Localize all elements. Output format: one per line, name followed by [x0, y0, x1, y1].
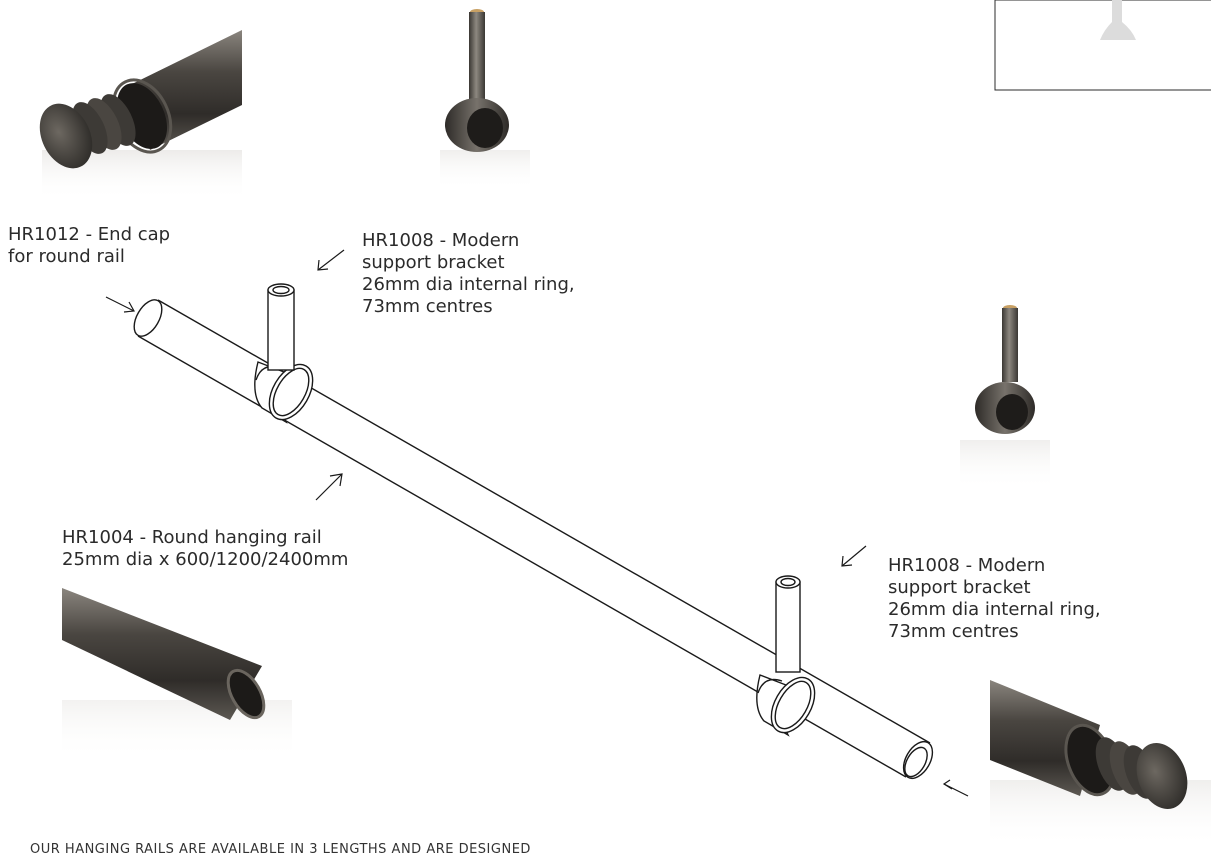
preview-frame	[994, 0, 1211, 91]
label-rail-line-1: HR1004 - Round hanging rail	[62, 527, 322, 548]
footer-note: OUR HANGING RAILS ARE AVAILABLE IN 3 LEN…	[30, 842, 531, 857]
callout-arrow-bracket-top	[317, 249, 345, 271]
bracket-drawing-right	[756, 575, 816, 737]
callout-arrow-bracket-right	[841, 545, 867, 567]
bracket-photo-right	[960, 305, 1050, 490]
label-end-cap-line-1: HR1012 - End cap	[8, 224, 171, 245]
label-end-cap-line-2: for round rail	[8, 246, 125, 267]
label-bracket-top: HR1008 - Modern support bracket 26mm dia…	[362, 230, 575, 318]
label-bracket-right-line-4: 73mm centres	[888, 621, 1019, 642]
label-bracket-top-line-2: support bracket	[362, 252, 505, 273]
label-bracket-top-line-3: 26mm dia internal ring,	[362, 274, 575, 295]
callout-arrow-end-cap-bottom	[942, 779, 969, 797]
end-cap-photo-bottom	[990, 680, 1211, 848]
label-rail: HR1004 - Round hanging rail 25mm dia x 6…	[62, 527, 348, 571]
label-bracket-right-line-2: support bracket	[888, 577, 1031, 598]
label-bracket-right-line-1: HR1008 - Modern	[888, 555, 1046, 576]
label-end-cap: HR1012 - End cap for round rail	[8, 224, 170, 268]
callout-arrow-rail	[315, 473, 343, 501]
label-rail-line-2: 25mm dia x 600/1200/2400mm	[62, 549, 349, 570]
bracket-drawing-left	[254, 283, 314, 424]
callout-arrows	[105, 249, 969, 797]
label-bracket-top-line-4: 73mm centres	[362, 296, 493, 317]
label-bracket-right-line-3: 26mm dia internal ring,	[888, 599, 1101, 620]
label-bracket-right: HR1008 - Modern support bracket 26mm dia…	[888, 555, 1101, 643]
rail-photo	[62, 588, 292, 760]
bracket-photo-top	[440, 9, 530, 190]
label-bracket-top-line-1: HR1008 - Modern	[362, 230, 520, 251]
callout-arrow-end-cap	[105, 296, 135, 313]
end-cap-photo-top	[39, 30, 242, 200]
